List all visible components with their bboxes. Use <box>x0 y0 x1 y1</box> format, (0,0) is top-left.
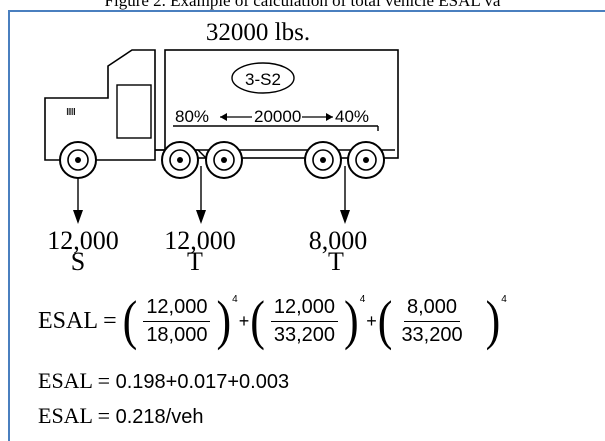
fraction-2-denominator: 33,200 <box>273 323 336 346</box>
exponent-3: 4 <box>501 294 507 305</box>
split-mid-label: 20000 <box>254 107 301 126</box>
result-total-rhs: 0.218/veh <box>115 406 204 428</box>
close-paren-2: ) <box>344 289 359 351</box>
wheel-trailer-front <box>304 141 342 179</box>
result-total-lhs: ESAL = <box>38 403 111 428</box>
axle-load-trailer: 8,000 <box>308 226 368 255</box>
axle-load-tractor: 12,000 <box>164 226 236 255</box>
wheel-trailer-rear <box>347 141 385 179</box>
result-sum-rhs: 0.198+0.017+0.003 <box>115 371 290 393</box>
axle-load-steer: 12,000 <box>47 226 119 255</box>
fraction-1-denominator: 18,000 <box>146 323 208 346</box>
plus-2: + <box>366 310 377 331</box>
result-line-total: ESAL = 0.218/veh <box>38 403 203 429</box>
wheel-tractor-front <box>161 141 199 179</box>
fraction-2-numerator: 12,000 <box>270 296 339 322</box>
vehicle-class-ellipse <box>231 62 295 94</box>
fraction-3: 8,000 33,200 <box>398 296 465 347</box>
plus-1: + <box>238 310 250 331</box>
esal-formula: ESAL = ( 12,000 18,000 ) 4 + ( 12,000 33… <box>38 286 507 356</box>
fraction-3-denominator: 33,200 <box>401 323 463 346</box>
open-paren-1: ( <box>122 289 138 351</box>
open-paren-3: ( <box>377 289 393 351</box>
open-paren-2: ( <box>250 289 265 351</box>
fraction-2: 12,000 33,200 <box>270 296 339 347</box>
exponent-2: 4 <box>359 294 366 305</box>
load-arrow-steer <box>73 178 83 224</box>
load-arrow-trailer <box>340 166 350 224</box>
axle-type-tractor: T <box>187 247 203 276</box>
formula-lhs: ESAL = <box>38 307 117 334</box>
axle-type-trailer: T <box>328 247 344 276</box>
truck-cab <box>44 49 156 161</box>
figure-caption: Figure 2. Example of calculation of tota… <box>104 0 501 10</box>
grille-marks: IIIII <box>66 107 75 118</box>
split-left-label: 80% <box>175 107 209 126</box>
exponent-1: 4 <box>232 294 238 305</box>
vehicle-class-label: 3-S2 <box>245 70 281 89</box>
load-arrow-tractor <box>196 166 206 224</box>
wheel-tractor-rear <box>205 141 243 179</box>
trailer-box <box>164 49 399 159</box>
split-right-arrowhead <box>326 113 333 121</box>
split-left-arrowhead <box>220 113 227 121</box>
axle-type-steer: S <box>70 247 86 276</box>
result-sum-lhs: ESAL = <box>38 368 111 393</box>
fraction-1: 12,000 18,000 <box>143 296 211 347</box>
split-right-label: 40% <box>335 107 369 126</box>
frame-top-border <box>8 10 605 12</box>
fraction-1-numerator: 12,000 <box>143 296 211 322</box>
frame-left-border <box>8 10 10 441</box>
close-paren-1: ) <box>216 289 232 351</box>
total-weight-label: 32000 lbs. <box>206 19 310 46</box>
close-paren-3: ) <box>485 289 501 351</box>
wheel-steer <box>59 141 97 179</box>
cab-window <box>116 84 152 139</box>
result-line-sum: ESAL = 0.198+0.017+0.003 <box>38 368 289 394</box>
fraction-3-numerator: 8,000 <box>403 296 461 322</box>
